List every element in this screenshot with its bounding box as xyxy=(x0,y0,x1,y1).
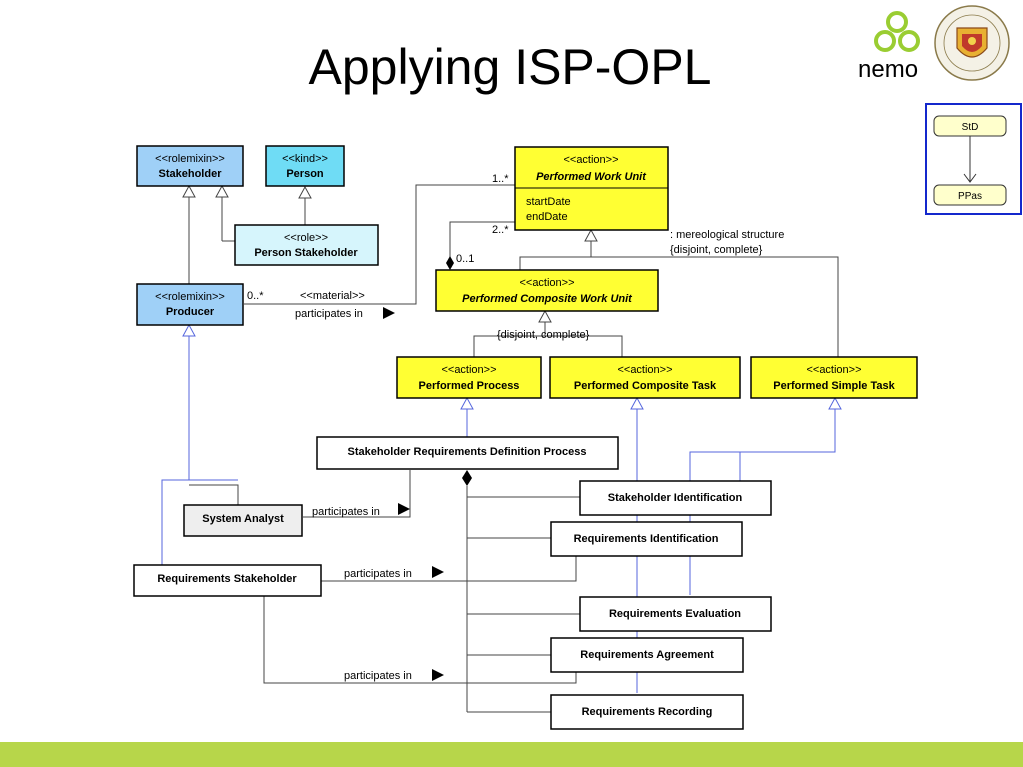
svg-text:Person: Person xyxy=(286,168,324,180)
mult-1-star: 1..* xyxy=(492,173,509,185)
class-performed-work-unit: <<action>> Performed Work Unit startDate… xyxy=(514,146,669,231)
slide-title: Applying ISP-OPL xyxy=(308,39,712,95)
participates-in-label: participates in xyxy=(344,568,412,580)
generalization-arrows xyxy=(182,184,598,323)
svg-text:Stakeholder: Stakeholder xyxy=(159,168,223,180)
legend-ppas-label: PPas xyxy=(958,191,982,202)
direction-arrows xyxy=(383,307,444,681)
svg-text:<<role>>: <<role>> xyxy=(284,232,328,244)
footer-bar xyxy=(0,742,1023,767)
svg-text:<<action>>: <<action>> xyxy=(617,364,672,376)
university-seal-icon xyxy=(934,5,1010,81)
svg-text:<<action>>: <<action>> xyxy=(563,154,618,166)
connectors xyxy=(188,184,839,713)
svg-text:Performed Composite Task: Performed Composite Task xyxy=(574,380,717,392)
instance-stakeholder-identification: Stakeholder Identification xyxy=(579,480,772,516)
instance-requirements-identification: Requirements Identification xyxy=(550,521,743,557)
generalization-arrow-icon xyxy=(630,396,644,410)
class-producer: <<rolemixin>> Producer xyxy=(136,283,244,326)
class-performed-process: <<action>> Performed Process xyxy=(396,356,542,399)
svg-text:Requirements Evaluation: Requirements Evaluation xyxy=(609,608,741,620)
svg-text:Performed Simple Task: Performed Simple Task xyxy=(773,380,895,392)
svg-text:<<kind>>: <<kind>> xyxy=(282,153,328,165)
participates-in-label: participates in xyxy=(344,670,412,682)
instance-requirements-agreement: Requirements Agreement xyxy=(550,637,744,673)
svg-text:Requirements Identification: Requirements Identification xyxy=(574,533,719,545)
generalization-arrow-icon xyxy=(182,323,196,337)
generalization-arrow-icon xyxy=(584,228,598,242)
material-label: <<material>> xyxy=(300,290,365,302)
mult-0-1: 0..1 xyxy=(456,253,474,265)
svg-text:startDate: startDate xyxy=(526,196,571,208)
svg-text:Stakeholder Requirements Defin: Stakeholder Requirements Definition Proc… xyxy=(347,446,586,458)
svg-text:System Analyst: System Analyst xyxy=(202,513,284,525)
disjoint-complete-label: {disjoint, complete} xyxy=(497,329,590,341)
svg-text:Producer: Producer xyxy=(166,306,215,318)
disjoint-complete-label: {disjoint, complete} xyxy=(670,244,763,256)
composition-diamond-icon xyxy=(462,470,472,486)
generalization-arrow-icon xyxy=(828,396,842,410)
legend-std-label: StD xyxy=(962,122,979,133)
legend-arrow-icon xyxy=(963,173,977,183)
direction-arrow-icon xyxy=(432,669,444,681)
svg-text:<<rolemixin>>: <<rolemixin>> xyxy=(155,291,225,303)
legend-frame: StD PPas xyxy=(925,103,1022,215)
svg-text:endDate: endDate xyxy=(526,211,568,223)
svg-text:Person Stakeholder: Person Stakeholder xyxy=(254,247,358,259)
generalization-arrow-icon xyxy=(460,396,474,410)
class-person: <<kind>> Person xyxy=(265,145,345,187)
class-performed-composite-work-unit: <<action>> Performed Composite Work Unit xyxy=(435,269,659,312)
generalization-arrow-icon xyxy=(215,184,229,198)
svg-text:Requirements Recording: Requirements Recording xyxy=(582,706,713,718)
nemo-circles-icon xyxy=(874,11,920,52)
class-stakeholder: <<rolemixin>> Stakeholder xyxy=(136,145,244,187)
svg-text:Stakeholder Identification: Stakeholder Identification xyxy=(608,492,743,504)
direction-arrow-icon xyxy=(432,566,444,578)
svg-text:Requirements Stakeholder: Requirements Stakeholder xyxy=(157,573,297,585)
mult-0-star: 0..* xyxy=(247,290,264,302)
generalization-arrow-icon xyxy=(298,185,312,199)
logo-text: nemo xyxy=(858,56,918,83)
instance-requirements-evaluation: Requirements Evaluation xyxy=(579,596,772,632)
direction-arrow-icon xyxy=(383,307,395,319)
class-person-stakeholder: <<role>> Person Stakeholder xyxy=(234,224,379,266)
instance-srdp: Stakeholder Requirements Definition Proc… xyxy=(316,436,619,470)
class-performed-simple-task: <<action>> Performed Simple Task xyxy=(750,356,918,399)
blue-generalization-arrows xyxy=(182,323,842,410)
svg-text:Performed Work Unit: Performed Work Unit xyxy=(536,171,647,183)
generalization-arrow-icon xyxy=(538,309,552,323)
instance-requirements-stakeholder: Requirements Stakeholder xyxy=(133,564,322,597)
svg-text:Requirements Agreement: Requirements Agreement xyxy=(580,649,714,661)
class-performed-composite-task: <<action>> Performed Composite Task xyxy=(549,356,741,399)
svg-text:<<action>>: <<action>> xyxy=(806,364,861,376)
svg-text:Performed Composite Work Unit: Performed Composite Work Unit xyxy=(462,293,633,305)
participates-in-label: participates in xyxy=(295,308,363,320)
aggregation-diamond-icon xyxy=(446,256,454,270)
legend-ppas-box xyxy=(933,184,1007,206)
direction-arrow-icon xyxy=(398,503,410,515)
generalization-arrow-icon xyxy=(182,184,196,198)
svg-text:<<action>>: <<action>> xyxy=(519,277,574,289)
mereological-label: : mereological structure xyxy=(670,229,784,241)
svg-text:<<action>>: <<action>> xyxy=(441,364,496,376)
participates-in-label: participates in xyxy=(312,506,380,518)
instance-requirements-recording: Requirements Recording xyxy=(550,694,744,730)
svg-text:Performed Process: Performed Process xyxy=(419,380,520,392)
instance-system-analyst: System Analyst xyxy=(183,504,303,537)
mult-2-star: 2..* xyxy=(492,224,509,236)
nemo-logo: nemo xyxy=(858,11,920,83)
svg-text:<<rolemixin>>: <<rolemixin>> xyxy=(155,153,225,165)
